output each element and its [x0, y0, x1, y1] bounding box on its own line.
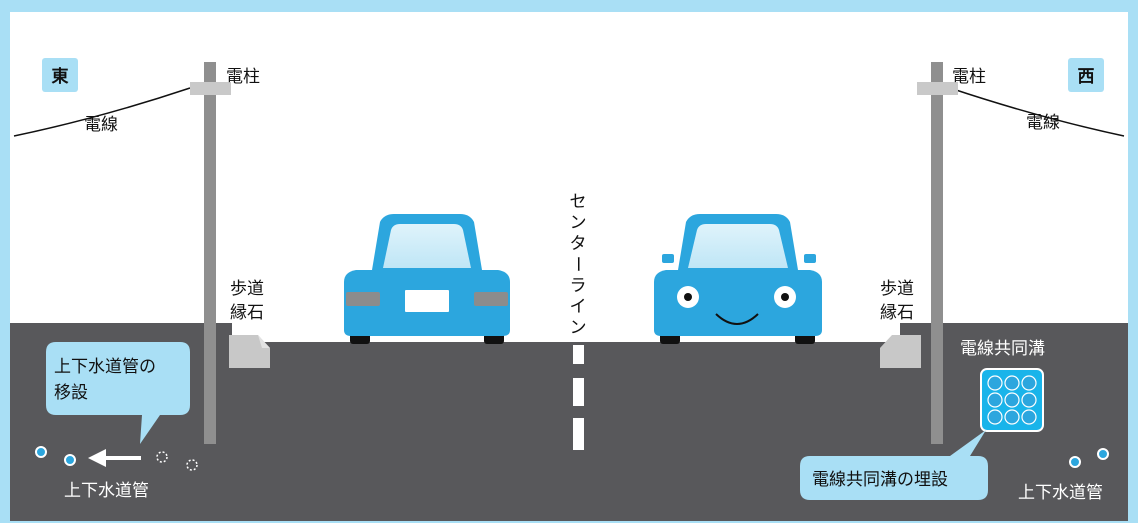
curb-left-label-1: 歩道	[230, 279, 264, 299]
power-line-left	[13, 87, 191, 137]
center-line-char: ー	[567, 256, 587, 273]
center-line-char: ン	[570, 213, 587, 233]
center-dashed-line	[573, 345, 584, 450]
relocation-arrow	[88, 449, 141, 467]
curb-left	[229, 335, 270, 368]
car-rear-left	[344, 214, 510, 344]
water-pipes-right	[1069, 448, 1109, 468]
utility-pole-right-label: 電柱	[952, 67, 986, 87]
power-line-right-label: 電線	[1026, 113, 1060, 133]
trench-burial-callout: 電線共同溝の埋設	[800, 430, 988, 500]
center-line-char: ラ	[570, 276, 587, 296]
curb-right-label-1: 歩道	[880, 279, 914, 299]
utility-trench-box	[980, 368, 1044, 432]
west-label: 西	[1078, 67, 1095, 87]
east-label: 東	[52, 66, 69, 87]
utility-pole-right	[917, 62, 958, 444]
water-pipe-left-label: 上下水道管	[64, 481, 149, 501]
water-pipes-left	[35, 446, 198, 471]
center-line-char: ン	[570, 318, 587, 338]
utility-pole-left	[190, 62, 231, 444]
utility-trench-label: 電線共同溝	[960, 339, 1045, 359]
west-badge: 西	[1068, 58, 1104, 92]
center-line-label: セ ン タ ー ラ イ ン	[567, 192, 587, 338]
east-badge: 東	[42, 58, 78, 92]
curb-right-label-2: 縁石	[880, 303, 914, 323]
utility-pole-left-label: 電柱	[226, 67, 260, 87]
power-line-left-label: 電線	[84, 115, 118, 135]
center-line-char: イ	[570, 297, 587, 317]
relocation-label-2: 移設	[54, 383, 88, 403]
curb-left-label-2: 縁石	[230, 303, 264, 323]
center-line-char: タ	[570, 234, 587, 254]
center-line-char: セ	[570, 192, 587, 212]
relocation-label-1: 上下水道管の	[54, 357, 156, 377]
relocation-callout: 上下水道管の 移設	[46, 342, 190, 444]
trench-burial-label: 電線共同溝の埋設	[812, 470, 948, 490]
curb-right	[880, 335, 921, 368]
car-front-right	[654, 214, 822, 344]
power-line-right	[949, 87, 1125, 137]
water-pipe-right-label: 上下水道管	[1018, 483, 1103, 503]
